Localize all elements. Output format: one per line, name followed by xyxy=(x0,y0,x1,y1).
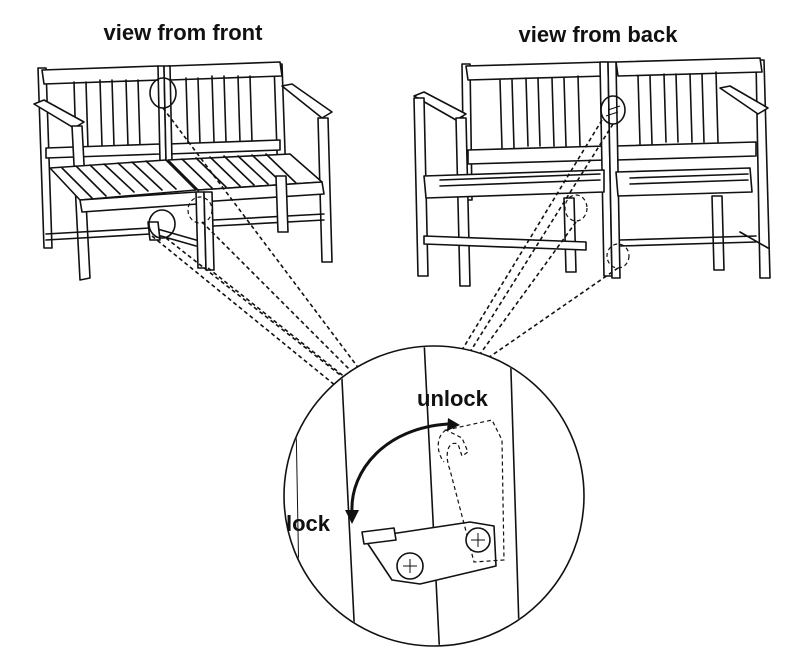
arrow-head-unlock xyxy=(447,418,460,431)
arrow-head-lock xyxy=(345,510,359,524)
back-view-title: view from back xyxy=(519,22,679,47)
bench-back-view xyxy=(413,57,771,287)
front-detail-circle-hidden xyxy=(187,196,213,224)
lock-label: lock xyxy=(286,511,331,536)
front-view-title: view from front xyxy=(104,20,264,45)
screw-lower xyxy=(396,552,424,580)
back-detail-circle-mid xyxy=(564,194,588,222)
screw-upper xyxy=(465,527,491,553)
magnified-lock-detail: unlock lock xyxy=(283,345,585,647)
front-detail-circle-lower xyxy=(148,209,176,239)
bench-front-view xyxy=(33,61,333,281)
leader-lines xyxy=(151,107,619,387)
unlock-label: unlock xyxy=(417,386,489,411)
rotation-arrow xyxy=(350,422,449,513)
